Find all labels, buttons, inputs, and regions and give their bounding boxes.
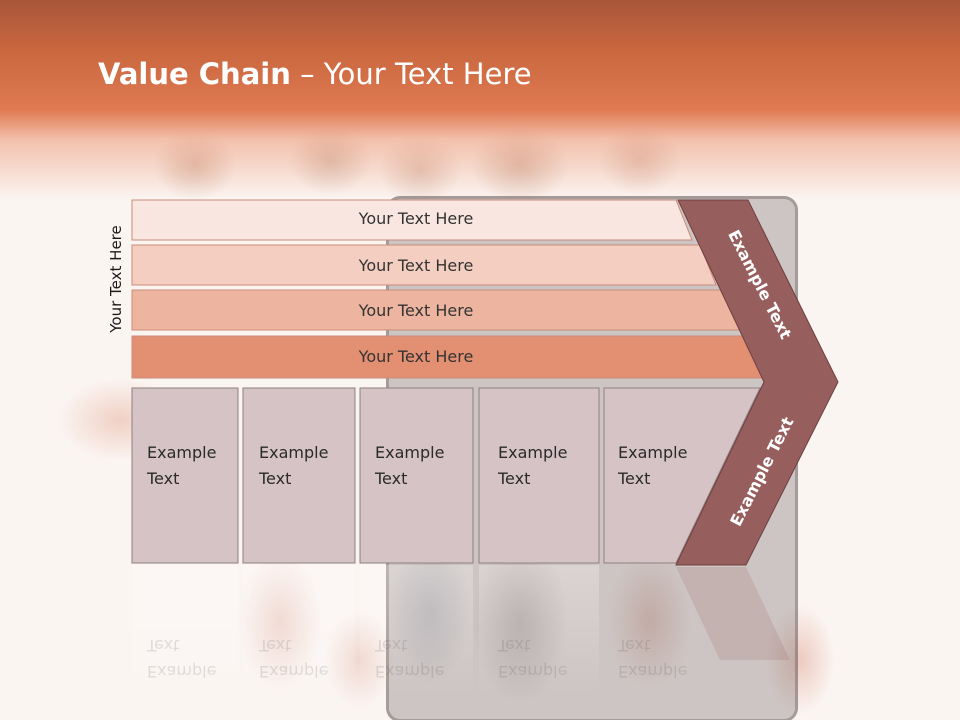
header-bar [0,0,960,200]
box-reflection-4 [479,565,599,695]
band-2-label: Your Text Here [358,256,474,275]
box-3-line2: Text [375,469,408,488]
band-2 [131,244,717,286]
box-3-reflection: Example Text [375,636,445,681]
slide-title: Value Chain – Your Text Here [98,52,532,96]
box-reflection-1 [132,565,238,695]
chevron-arrow [675,199,839,566]
band-1 [131,199,693,241]
box-3-text: Example Text [375,440,465,492]
title-bold: Value Chain [98,57,291,91]
box-5 [603,387,761,564]
box-reflection-2 [243,565,355,695]
box-5-line1: Example [618,443,688,462]
box-5-reflection: Example Text [618,636,688,681]
box-2-text: Example Text [259,440,349,492]
box-1-line1: Example [147,443,217,462]
box-1-text: Example Text [147,440,237,492]
chevron-reflection [676,567,790,660]
band-1-label: Your Text Here [358,209,474,228]
box-2-line1: Example [259,443,329,462]
box-1-line2: Text [147,469,180,488]
box-4-reflection: Example Text [498,636,568,681]
band-4-label: Your Text Here [358,347,474,366]
box-2-reflection: Example Text [259,636,329,681]
box-2-line2: Text [259,469,292,488]
box-3-line1: Example [375,443,445,462]
box-2 [242,387,356,564]
box-1 [131,387,239,564]
box-4 [478,387,600,564]
box-4-text: Example Text [498,440,588,492]
box-3 [359,387,474,564]
title-rest: – Your Text Here [290,57,532,91]
box-4-line2: Text [498,469,531,488]
box-5-text: Example Text [618,440,708,492]
band-3-label: Your Text Here [358,301,474,320]
box-1-reflection: Example Text [147,636,217,681]
box-4-line1: Example [498,443,568,462]
box-reflection-3 [360,565,473,695]
box-5-line2: Text [618,469,651,488]
